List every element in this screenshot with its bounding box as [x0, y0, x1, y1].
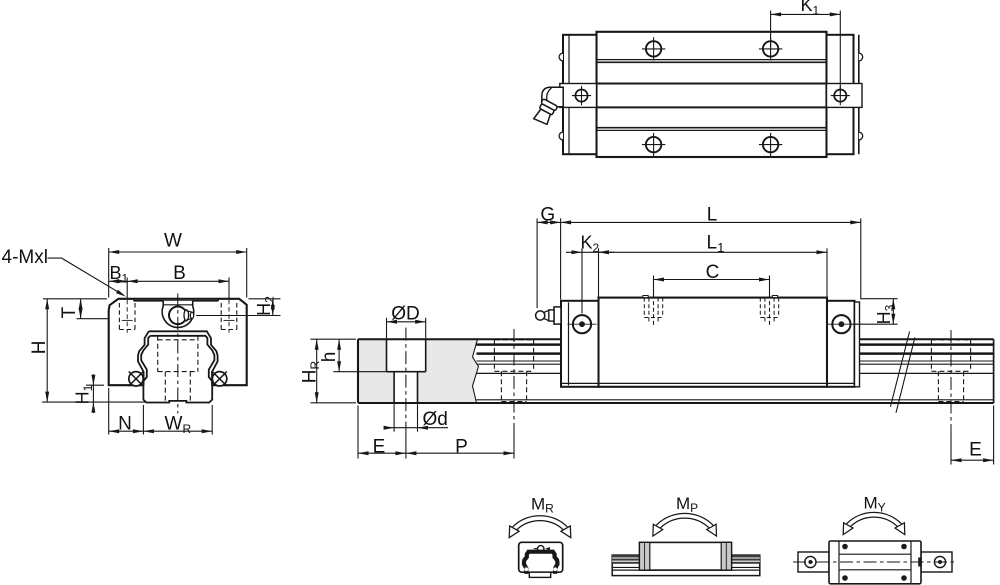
- svg-text:E: E: [373, 436, 386, 457]
- svg-text:K1: K1: [801, 0, 820, 18]
- svg-text:G: G: [540, 205, 555, 226]
- svg-text:T: T: [59, 306, 80, 318]
- svg-text:C: C: [706, 262, 720, 283]
- svg-text:E: E: [969, 440, 982, 461]
- svg-text:N: N: [118, 414, 132, 435]
- svg-text:L: L: [707, 205, 718, 226]
- svg-text:W: W: [164, 231, 182, 252]
- svg-text:ØD: ØD: [391, 304, 420, 325]
- svg-text:h: h: [319, 352, 340, 363]
- svg-text:H: H: [29, 341, 50, 355]
- svg-text:4-Mxl: 4-Mxl: [2, 247, 48, 268]
- svg-text:Ød: Ød: [423, 409, 448, 430]
- svg-text:P: P: [455, 436, 468, 457]
- svg-text:B: B: [173, 263, 186, 284]
